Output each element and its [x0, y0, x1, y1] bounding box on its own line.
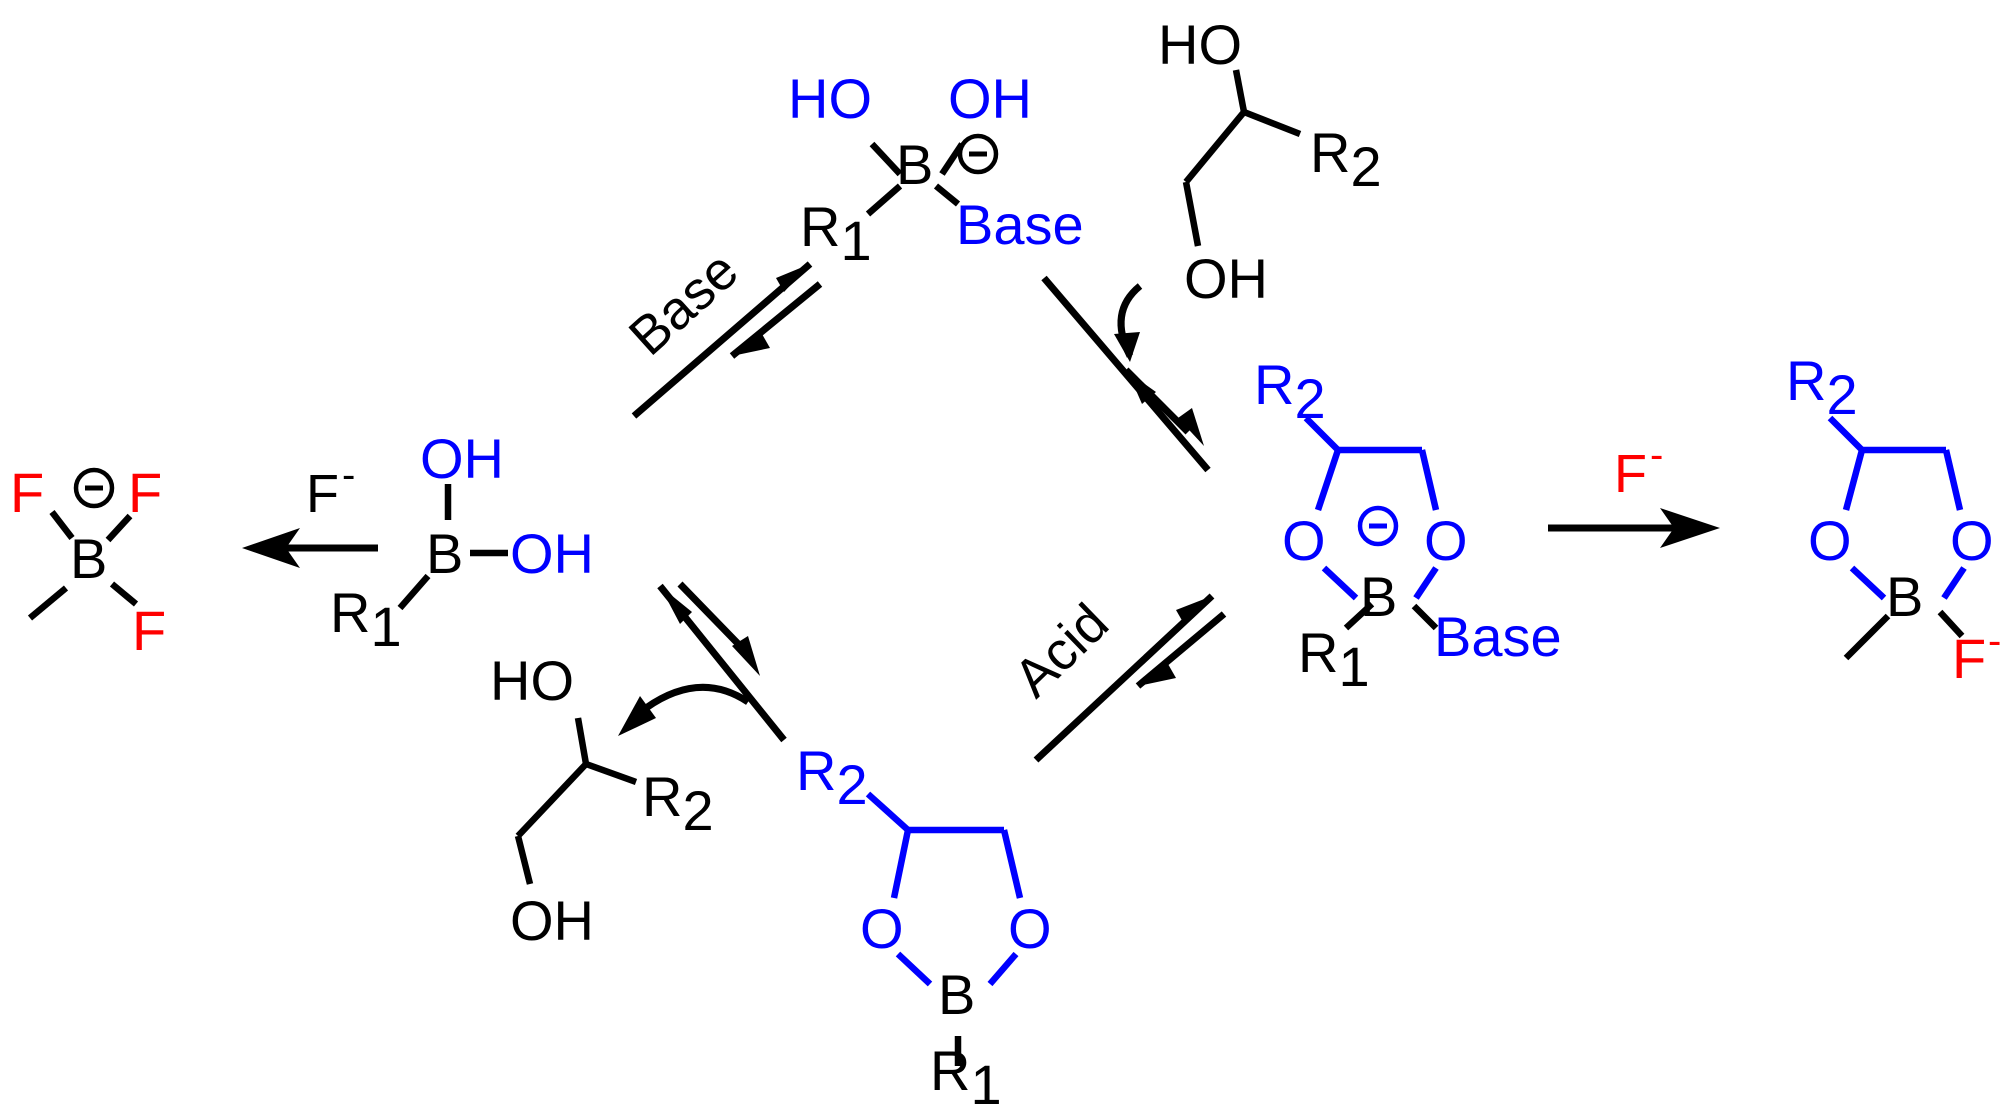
bf3-fluorine-bottom: F — [132, 599, 166, 662]
boronate-anion-r1: R1 — [1298, 621, 1370, 698]
boronic-acid-hydroxyl-top: OH — [420, 427, 504, 490]
bf3-boron: B — [70, 527, 107, 590]
fluoride-arrow-right: F - — [1548, 433, 1720, 548]
boronate-ester-anion: R2 O O B R1 Base — [1254, 353, 1562, 698]
boronic-acid-boron: B — [426, 522, 463, 585]
boronate-ester-boron: B — [938, 963, 975, 1026]
equilibrium-diol-release — [618, 581, 787, 743]
diol-top: HO R2 OH — [1158, 13, 1382, 310]
base-reagent-label: Base — [618, 240, 750, 367]
boronate-ester-oxygen-left: O — [860, 897, 904, 960]
fluoroboronate-r2: R2 — [1786, 349, 1858, 426]
hydroxyboronate-anion: HO OH B R1 Base — [788, 67, 1084, 272]
fluoroboronate-fluorine-charge: - — [1988, 619, 2001, 663]
fluoride-reagent-right-charge: - — [1650, 433, 1663, 477]
boronic-acid: OH B OH R1 — [330, 427, 594, 658]
hydroxyboronate-hydroxyl-left: HO — [788, 67, 872, 130]
equilibrium-base: Base — [618, 240, 823, 419]
boronate-ester-r1: R1 — [930, 1039, 1002, 1110]
boronate-ester-oxygen-right: O — [1008, 897, 1052, 960]
boronate-ester-r2: R2 — [796, 739, 868, 816]
diol-bottom-r2: R2 — [642, 765, 714, 842]
boronate-anion-negative-charge — [1357, 505, 1399, 547]
fluoroboronate-boron: B — [1886, 565, 1923, 628]
boronic-acid-hydroxyl-right: OH — [510, 522, 594, 585]
fluoride-reagent-right: F — [1614, 444, 1647, 504]
boronate-anion-base: Base — [1434, 605, 1562, 668]
boronic-acid-r1: R1 — [330, 581, 402, 658]
fluoroboronate-oxygen-right: O — [1950, 509, 1994, 572]
fluoroboronate-ester: R2 O O B F - — [1786, 349, 2001, 690]
bf3-fluorine-right: F — [128, 461, 162, 524]
fluoroboronate-fluorine: F — [1952, 627, 1986, 690]
diol-top-hydroxyl-lower: OH — [1184, 247, 1268, 310]
boronate-anion-oxygen-right: O — [1424, 509, 1468, 572]
hydroxyboronate-base: Base — [956, 193, 1084, 256]
boronate-anion-boron: B — [1360, 565, 1397, 628]
diol-bottom-hydroxyl-upper: HO — [490, 649, 574, 712]
hydroxyboronate-boron: B — [896, 133, 933, 196]
diol-bottom: HO R2 OH — [490, 649, 714, 952]
trifluoroborate-anion: F F B F — [10, 461, 166, 662]
bf3-fluorine-left: F — [10, 461, 44, 524]
fluoride-arrow-left: F - — [242, 453, 378, 568]
diol-top-r2: R2 — [1310, 121, 1382, 198]
diol-top-hydroxyl-upper: HO — [1158, 13, 1242, 76]
bf3-negative-charge — [73, 467, 115, 509]
boronate-anion-oxygen-left: O — [1282, 509, 1326, 572]
fluoride-reagent-left: F — [306, 464, 339, 524]
fluoroboronate-oxygen-left: O — [1808, 509, 1852, 572]
hydroxyboronate-r1: R1 — [800, 195, 872, 272]
boronate-anion-r2: R2 — [1254, 353, 1326, 430]
acid-reagent-label: Acid — [1003, 593, 1120, 709]
hydroxyboronate-negative-charge — [957, 133, 999, 175]
fluoride-reagent-left-charge: - — [342, 453, 355, 497]
boronate-ester: R2 O O B R1 — [796, 739, 1052, 1110]
equilibrium-acid: Acid — [1003, 593, 1227, 763]
diol-bottom-hydroxyl-lower: OH — [510, 889, 594, 952]
equilibrium-diol-addition — [1041, 275, 1211, 473]
hydroxyboronate-hydroxyl-right: OH — [948, 67, 1032, 130]
